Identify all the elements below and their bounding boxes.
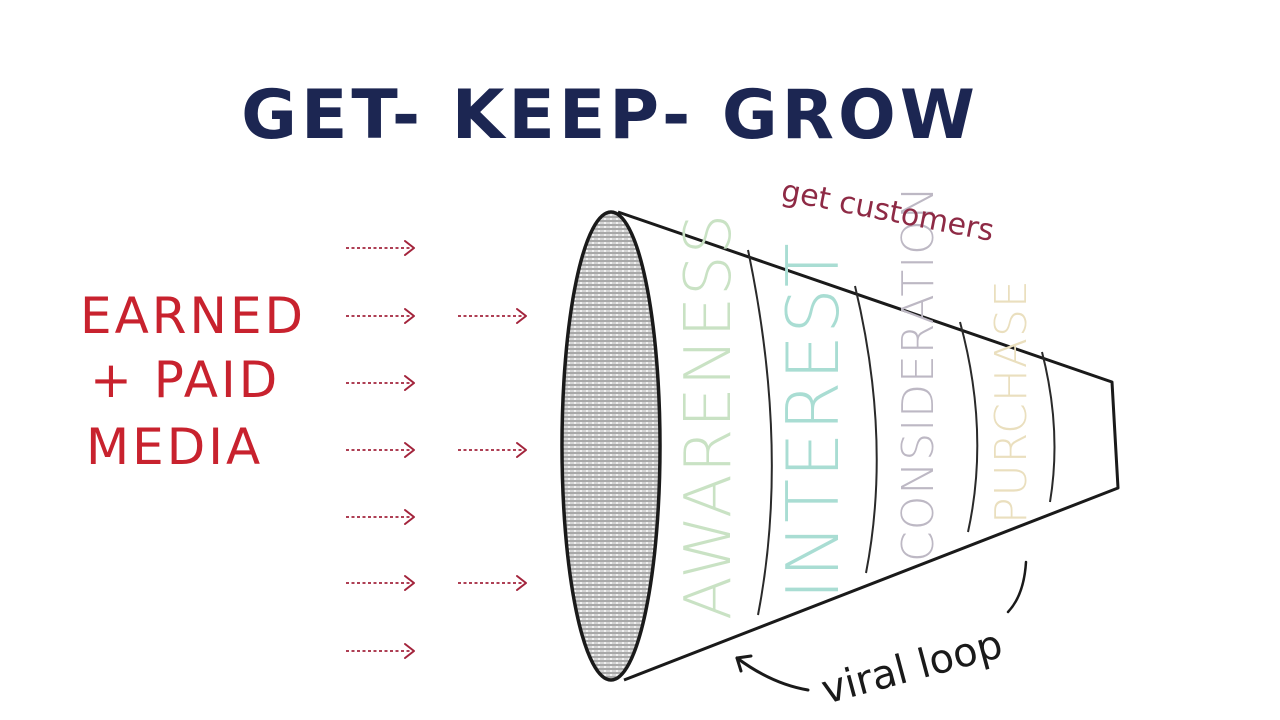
funnel-divider-4 (1041, 351, 1056, 503)
curved-arrow-icon (735, 654, 810, 692)
media-block: EARNED + PAID MEDIA (80, 287, 306, 476)
funnel: AWARENESS INTEREST CONSIDERATION PURCHAS… (560, 185, 1120, 682)
funnel-stage-consideration: CONSIDERATION (893, 185, 944, 562)
media-line-earned: EARNED (80, 287, 306, 345)
dotted-right-arrow-icon (346, 240, 415, 256)
funnel-stage-purchase: PURCHASE (986, 279, 1037, 524)
dotted-right-arrow-icon (346, 643, 415, 659)
funnel-stage-interest: INTEREST (771, 242, 855, 600)
funnel-mouth (560, 210, 662, 682)
funnel-divider-2 (854, 285, 878, 574)
viral-loop-note: viral loop (817, 621, 1008, 713)
dotted-right-arrow-icon (346, 375, 415, 391)
get-customers-note: get customers (778, 173, 996, 249)
funnel-outline (617, 210, 1120, 682)
dotted-right-arrow-icon (346, 442, 415, 458)
funnel-divider-1 (747, 249, 773, 616)
dotted-right-arrow-icon (346, 575, 415, 591)
media-line-media: MEDIA (86, 418, 263, 476)
dotted-right-arrow-icon (346, 308, 415, 324)
viral-loop-tick (1006, 560, 1028, 614)
dotted-right-arrow-icon (458, 308, 527, 324)
dotted-right-arrow-icon (458, 442, 527, 458)
page-title: GET- KEEP- GROW (241, 76, 979, 155)
arrows-group (346, 240, 527, 659)
funnel-divider-3 (959, 321, 979, 533)
funnel-stage-awareness: AWARENESS (672, 213, 746, 620)
media-line-paid: + PAID (90, 351, 280, 409)
dotted-right-arrow-icon (458, 575, 527, 591)
dotted-right-arrow-icon (346, 509, 415, 525)
